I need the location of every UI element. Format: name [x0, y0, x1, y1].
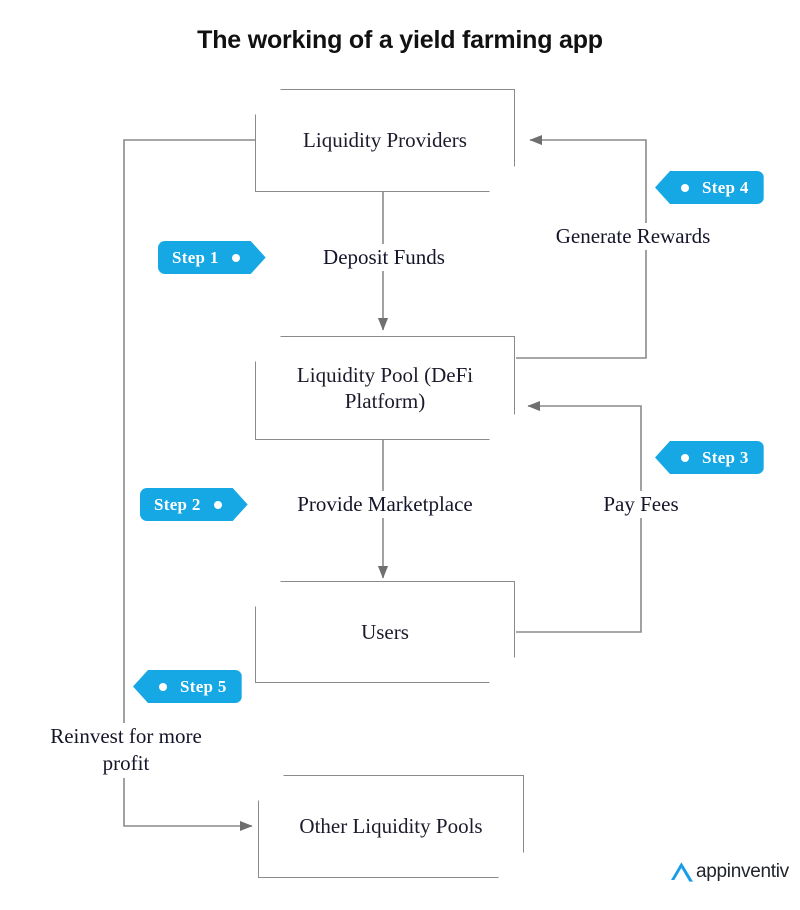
node-liquidity-pool-label: Liquidity Pool (DeFi Platform)	[296, 362, 474, 413]
badge-step-2-label: Step 2	[154, 494, 201, 514]
badge-dot-icon	[681, 183, 689, 192]
badge-step-3-label: Step 3	[702, 447, 749, 467]
badge-step-4[interactable]: Step 4	[655, 171, 764, 204]
badge-step-1-label: Step 1	[172, 247, 219, 267]
badge-step-5[interactable]: Step 5	[133, 670, 242, 703]
node-liquidity-providers-label: Liquidity Providers	[303, 128, 467, 153]
badge-step-5-label: Step 5	[180, 676, 227, 696]
badge-dot-icon	[159, 682, 167, 691]
edge-label-deposit-funds: Deposit Funds	[284, 244, 484, 272]
page-title: The working of a yield farming app	[197, 26, 603, 54]
edge-label-provide-marketplace: Provide Marketplace	[250, 491, 520, 519]
badge-dot-icon	[232, 254, 240, 262]
node-users-label: Users	[361, 619, 409, 644]
edge-label-generate-rewards: Generate Rewards	[513, 223, 753, 251]
appinventiv-logo: appinventiv	[669, 860, 789, 884]
badge-step-3[interactable]: Step 3	[655, 441, 764, 474]
chevron-a-icon	[671, 862, 693, 882]
badge-step-1[interactable]: Step 1	[158, 241, 266, 274]
node-other-liquidity-pools[interactable]: Other Liquidity Pools	[258, 775, 524, 878]
node-liquidity-providers[interactable]: Liquidity Providers	[255, 89, 515, 192]
node-users[interactable]: Users	[255, 581, 515, 683]
node-liquidity-pool[interactable]: Liquidity Pool (DeFi Platform)	[255, 336, 515, 440]
edge-label-pay-fees: Pay Fees	[561, 491, 721, 519]
badge-dot-icon	[214, 501, 222, 509]
badge-dot-icon	[681, 453, 689, 462]
appinventiv-wordmark: appinventiv	[696, 861, 789, 882]
node-other-liquidity-pools-label: Other Liquidity Pools	[299, 814, 483, 839]
badge-step-2[interactable]: Step 2	[140, 488, 248, 521]
edge-label-reinvest: Reinvest for more profit	[14, 723, 238, 778]
badge-step-4-label: Step 4	[702, 177, 749, 197]
